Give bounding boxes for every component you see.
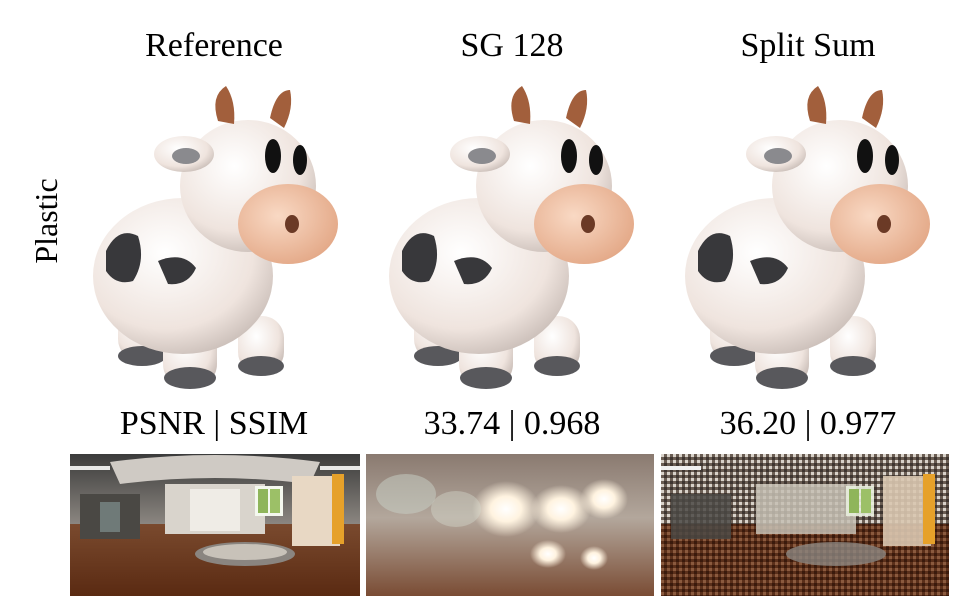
column-title-sg128: SG 128 <box>460 27 564 64</box>
envmap-sg128 <box>366 454 654 596</box>
cow-render-sg128 <box>389 86 634 389</box>
column-title-splitsum: Split Sum <box>740 27 876 64</box>
cow-render-reference <box>93 86 338 389</box>
metric-value-sg128: 33.74 | 0.968 <box>423 405 601 442</box>
envmap-splitsum <box>661 454 949 596</box>
cow-render-splitsum <box>685 86 930 389</box>
column-title-reference: Reference <box>145 27 283 64</box>
metric-value-splitsum: 36.20 | 0.977 <box>719 405 897 442</box>
metric-label-reference: PSNR | SSIM <box>119 405 309 442</box>
row-label-plastic: Plastic <box>28 178 64 264</box>
envmap-reference <box>70 454 360 596</box>
